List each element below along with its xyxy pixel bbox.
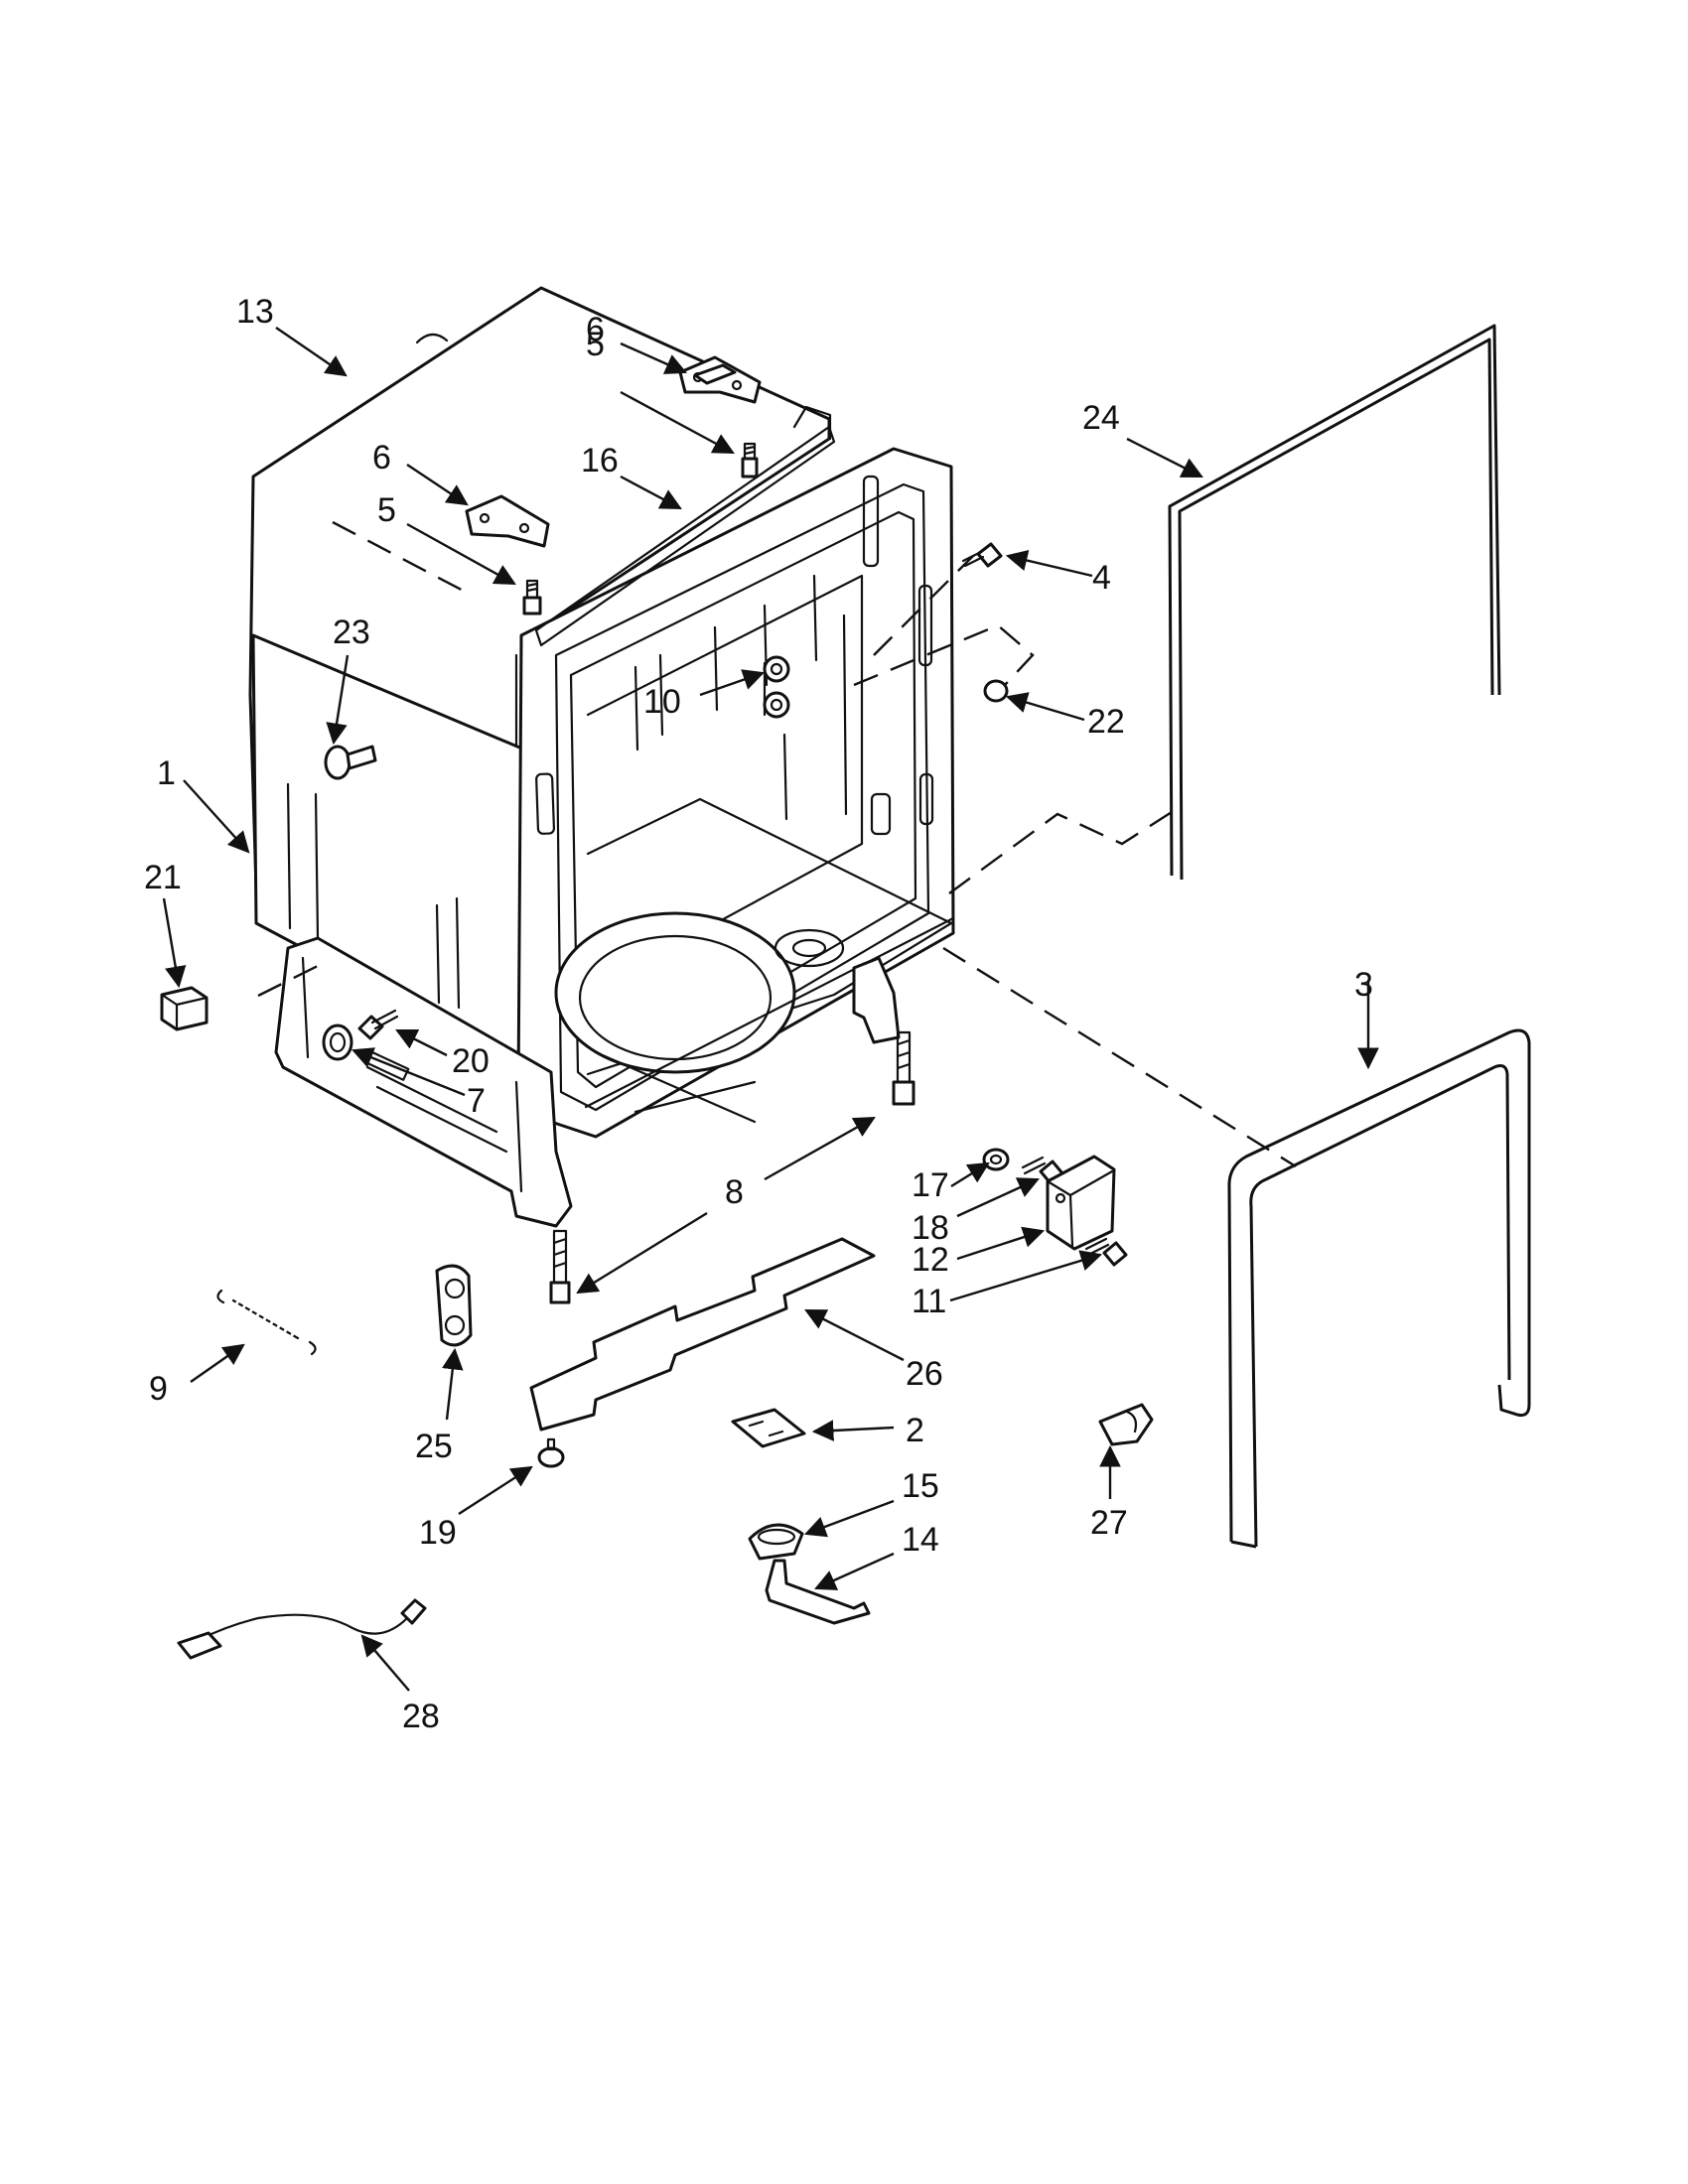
switch-bracket — [765, 1559, 871, 1625]
callout-28: 28 — [402, 1698, 440, 1735]
callout-23: 23 — [333, 614, 370, 651]
rear-wheel — [322, 1024, 353, 1061]
mounting-bracket — [160, 986, 209, 1031]
ground-wire — [177, 1598, 427, 1660]
callout-26: 26 — [906, 1355, 943, 1393]
callout-6b: 6 — [372, 439, 391, 477]
callout-3: 3 — [1354, 966, 1373, 1004]
side-screw — [961, 542, 1003, 568]
leg-screw — [357, 1009, 399, 1040]
callout-4: 4 — [1092, 559, 1111, 597]
base-plate — [529, 1237, 876, 1432]
callout-13: 13 — [236, 293, 274, 331]
callout-labels: 1 2 3 4 5 5 6 6 7 8 9 10 11 12 13 14 15 … — [144, 293, 1373, 1735]
callout-7: 7 — [467, 1082, 486, 1120]
hinge-bracket-lower — [465, 494, 550, 548]
callout-6a: 6 — [586, 311, 605, 348]
callout-24: 24 — [1082, 399, 1120, 437]
door-latch-clip — [1098, 1403, 1154, 1446]
callout-25: 25 — [415, 1428, 453, 1465]
base-left-leg-bracket — [274, 936, 573, 1228]
float-switch — [748, 1523, 804, 1561]
callout-5b: 5 — [377, 491, 396, 529]
callout-22: 22 — [1087, 703, 1125, 741]
callout-14: 14 — [902, 1521, 939, 1559]
door-spring — [216, 1289, 317, 1356]
callout-10: 10 — [643, 683, 681, 721]
callout-17: 17 — [912, 1166, 949, 1204]
leveling-leg-front — [549, 1229, 571, 1304]
leveling-leg-rear — [892, 1030, 915, 1106]
callout-15: 15 — [902, 1467, 939, 1505]
callout-1: 1 — [157, 754, 176, 792]
base-right-leg-bracket — [852, 956, 901, 1044]
side-door-gasket — [1168, 324, 1501, 881]
sump-well — [554, 911, 796, 1074]
hinge-cap — [435, 1264, 473, 1347]
reference-lines — [257, 520, 1297, 1168]
callout-19: 19 — [419, 1514, 457, 1552]
base-frame — [274, 936, 901, 1228]
screw-upper — [741, 442, 759, 478]
toe-panel-bracket — [1046, 1155, 1116, 1251]
callout-12: 12 — [912, 1241, 949, 1279]
callout-18: 18 — [912, 1209, 949, 1247]
screw-lower — [522, 579, 542, 615]
callout-20: 20 — [452, 1042, 490, 1080]
callout-27: 27 — [1090, 1504, 1128, 1542]
callout-5a: 5 — [586, 326, 605, 363]
hole-plug — [983, 679, 1009, 703]
callout-11: 11 — [912, 1283, 946, 1320]
callout-21: 21 — [144, 859, 182, 896]
callout-8: 8 — [725, 1173, 744, 1211]
bottom-door-gasket — [1227, 1028, 1531, 1549]
tub-assembly — [248, 286, 955, 1139]
insulation-fastener — [324, 745, 377, 780]
leveling-foot — [537, 1437, 565, 1468]
tub-clip — [693, 363, 737, 385]
callout-9: 9 — [149, 1370, 168, 1408]
bracket-screw-lower — [1084, 1237, 1128, 1267]
wiring-label — [731, 1408, 806, 1448]
rack-rollers — [763, 655, 790, 719]
callout-16: 16 — [581, 442, 619, 479]
leader-lines — [162, 327, 1379, 1692]
washer — [982, 1148, 1010, 1171]
callout-2: 2 — [906, 1412, 924, 1449]
